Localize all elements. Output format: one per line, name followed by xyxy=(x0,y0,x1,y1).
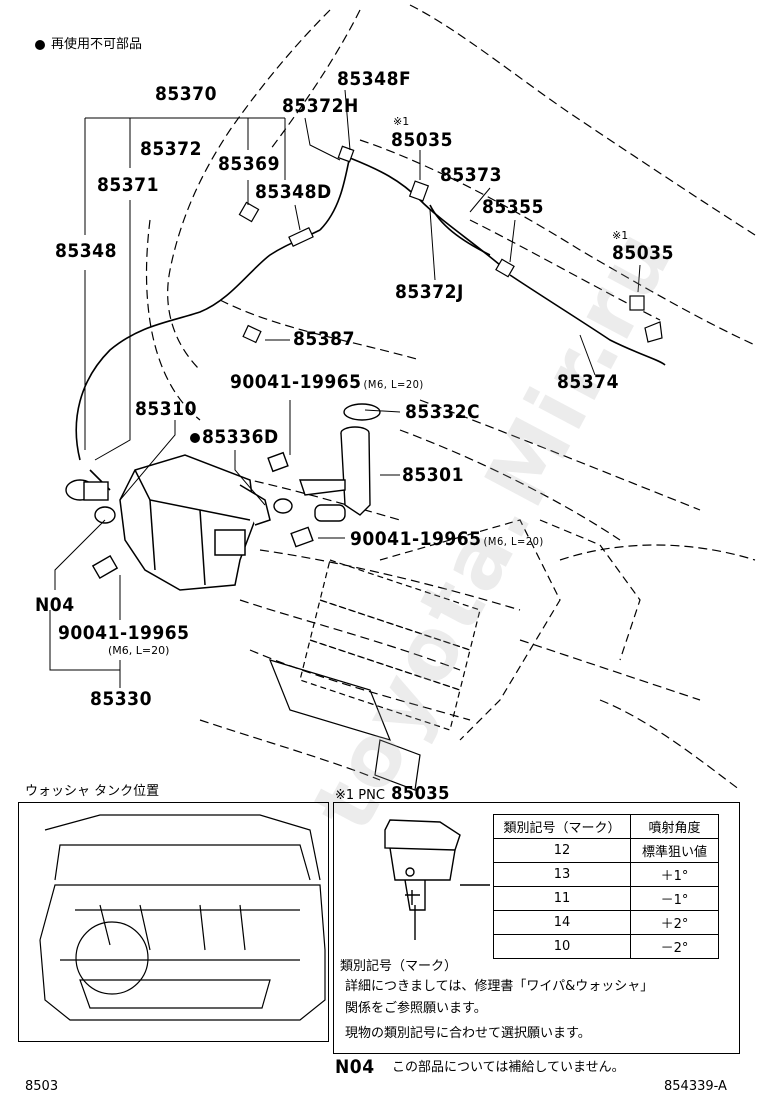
table-row: 11－1° xyxy=(493,886,719,911)
legend-dot-icon xyxy=(35,39,45,50)
part-label-85370[interactable]: 85370 xyxy=(155,83,217,105)
footer-left-code: 8503 xyxy=(25,1079,59,1094)
part-label-85330[interactable]: 85330 xyxy=(90,688,152,710)
part-label-85336d[interactable]: 85336D xyxy=(190,428,279,447)
part-label-85348[interactable]: 85348 xyxy=(55,240,117,262)
pnc-number: 85035 xyxy=(391,783,450,804)
part-label-85372h[interactable]: 85372H xyxy=(282,95,359,117)
pnc-detail-box xyxy=(333,802,740,1054)
part-label-85332c[interactable]: 85332C xyxy=(405,401,481,423)
part-label-90041-c[interactable]: 90041-19965 xyxy=(58,622,190,644)
ref-mark-right: ※1 xyxy=(612,229,629,242)
table-header: 噴射角度 xyxy=(630,814,719,839)
mark-label: 類別記号（マーク） xyxy=(340,959,458,974)
note-line-2: 関係をご参照願います。 xyxy=(345,1001,487,1016)
part-label-85369[interactable]: 85369 xyxy=(218,153,280,175)
pnc-prefix: ※1 PNC xyxy=(335,788,385,803)
table-header-row: 類別記号（マーク） 噴射角度 xyxy=(493,814,719,839)
note-line-1: 詳細につきましては、修理書「ワイパ&ウォッシャ」 xyxy=(345,979,654,994)
table-cell: ＋2° xyxy=(630,910,719,935)
part-label-85372[interactable]: 85372 xyxy=(140,138,202,160)
part-label-85035-right[interactable]: 85035 xyxy=(612,242,674,264)
part-label-85035-top[interactable]: 85035 xyxy=(391,129,453,151)
filler-pipe xyxy=(267,403,381,548)
hose-clips xyxy=(238,145,663,344)
table-row: 14＋2° xyxy=(493,910,719,935)
part-number: 90041-19965 xyxy=(350,528,482,550)
footer-n04-text: この部品については補給していません。 xyxy=(392,1060,625,1075)
table-cell: ＋1° xyxy=(630,862,719,887)
footer-right-code: 854339-A xyxy=(664,1079,727,1094)
grille-outline xyxy=(268,519,641,791)
part-label-n04[interactable]: N04 xyxy=(35,594,75,616)
footer-n04-code: N04 xyxy=(335,1056,375,1078)
washer-tank xyxy=(119,454,271,591)
part-number: 85336D xyxy=(202,426,279,448)
leader-lines xyxy=(49,89,641,688)
pnc-title: ※1 PNC 85035 xyxy=(335,785,450,803)
part-label-85373[interactable]: 85373 xyxy=(440,164,502,186)
legend: 再使用不可部品 xyxy=(35,38,142,51)
part-label-85301[interactable]: 85301 xyxy=(402,464,464,486)
ref-mark-top: ※1 xyxy=(393,115,410,128)
table-cell: －2° xyxy=(630,934,719,959)
tank-location-title: ウォッシャ タンク位置 xyxy=(25,784,160,799)
part-number: 90041-19965 xyxy=(230,371,362,393)
part-spec-90041-c: (M6, L=20) xyxy=(108,644,170,657)
part-label-85348d[interactable]: 85348D xyxy=(255,181,332,203)
table-header: 類別記号（マーク） xyxy=(493,814,631,839)
part-label-85372j[interactable]: 85372J xyxy=(395,281,464,303)
car-front-sketch xyxy=(39,814,326,1021)
table-cell: 13 xyxy=(493,862,631,887)
table-cell: 10 xyxy=(493,934,631,959)
part-label-85387[interactable]: 85387 xyxy=(293,328,355,350)
table-cell: 11 xyxy=(493,886,631,911)
nozzle-sketch xyxy=(384,819,490,940)
tank-location-box xyxy=(18,802,329,1042)
part-spec: (M6, L=20) xyxy=(483,535,544,548)
table-cell: 標準狙い値 xyxy=(630,838,719,863)
part-label-85310[interactable]: 85310 xyxy=(135,398,197,420)
part-label-85374[interactable]: 85374 xyxy=(557,371,619,393)
washer-pump xyxy=(65,479,119,580)
table-row: 13＋1° xyxy=(493,862,719,887)
note-line-3: 現物の類別記号に合わせて選択願います。 xyxy=(345,1026,591,1041)
table-cell: －1° xyxy=(630,886,719,911)
part-label-85355[interactable]: 85355 xyxy=(482,196,544,218)
part-label-85371[interactable]: 85371 xyxy=(97,174,159,196)
non-reusable-dot-icon xyxy=(190,432,200,443)
part-label-85348f[interactable]: 85348F xyxy=(337,68,412,90)
table-row: 10－2° xyxy=(493,934,719,959)
legend-text: 再使用不可部品 xyxy=(51,37,143,52)
part-label-90041-a[interactable]: 90041-19965(M6, L=20) xyxy=(230,373,424,392)
table-cell: 14 xyxy=(493,910,631,935)
part-label-90041-b[interactable]: 90041-19965(M6, L=20) xyxy=(350,530,544,549)
part-spec: (M6, L=20) xyxy=(363,378,424,391)
table-cell: 12 xyxy=(493,838,631,863)
